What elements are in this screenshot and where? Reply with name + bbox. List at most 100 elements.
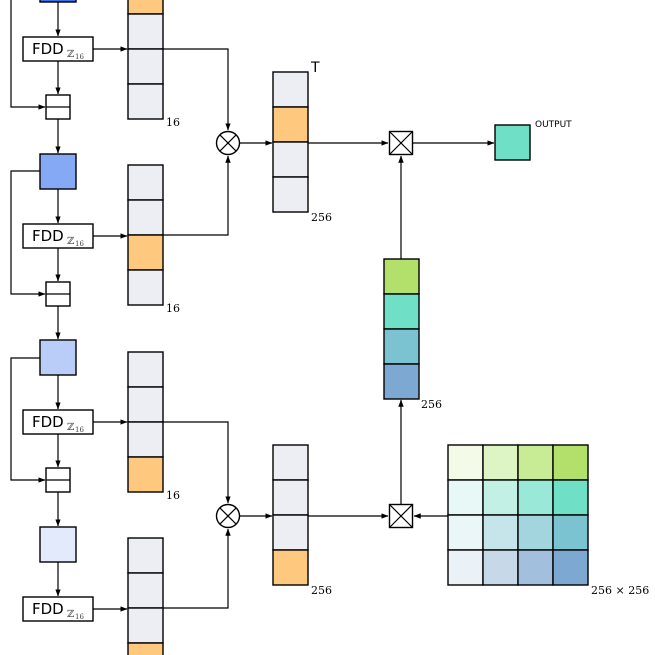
matrix-cell	[517, 444, 554, 481]
skip-connection	[10, 170, 46, 297]
transpose-label: T	[310, 60, 320, 76]
concat-box-2	[45, 281, 71, 307]
vector-cell-active	[127, 234, 164, 271]
fdd-box-1	[22, 36, 94, 62]
fdd-subscript: ℤ	[67, 49, 74, 60]
boxtimes-cross	[389, 131, 413, 155]
boxtimes-icon-top	[388, 130, 414, 156]
feature-square-1	[39, 0, 77, 3]
fdd-box-3	[22, 409, 94, 435]
feature-square-2	[39, 153, 77, 190]
boxtimes-icon-bottom	[388, 503, 414, 529]
otimes-cross	[219, 507, 237, 525]
vector-cell-active	[272, 106, 309, 143]
vector-cell	[127, 83, 164, 120]
matrix-cell	[552, 479, 589, 516]
vector-cell	[383, 258, 420, 295]
vector-cell	[127, 351, 164, 388]
vector-cell	[127, 13, 164, 50]
vector-cell	[127, 386, 164, 423]
fdd-subscript: ℤ	[67, 422, 74, 433]
fdd-vector-4	[127, 537, 164, 655]
vector-cell-active	[272, 549, 309, 586]
skip-connection	[10, 0, 46, 110]
middle-vector-size-label: 256	[421, 398, 442, 411]
fdd-vector-1	[127, 0, 164, 120]
vector-cell	[127, 607, 164, 644]
otimes-cross	[219, 134, 237, 152]
matrix-cell	[482, 514, 519, 551]
arrow-vector4-to-otimes	[163, 528, 231, 609]
shapes	[22, 0, 589, 655]
labels: FDDℤ1616FDDℤ1616FDDℤ1616FDDℤ1616T2562562…	[32, 40, 649, 621]
fdd-subscript: ℤ	[67, 609, 74, 620]
top-product-vector	[272, 71, 309, 213]
vector-size-label: 16	[166, 302, 180, 315]
skip-connection	[10, 357, 46, 483]
vector-cell	[127, 537, 164, 574]
fdd-vector-2	[127, 164, 164, 306]
arrow-vector2-to-otimes	[163, 155, 231, 236]
vector-cell	[383, 293, 420, 330]
vector-cell-active	[127, 642, 164, 655]
matrix-cell	[552, 549, 589, 586]
matrix-cell	[552, 514, 589, 551]
vector-cell	[272, 176, 309, 213]
vector-cell	[127, 421, 164, 458]
fdd-subscript: ℤ	[67, 236, 74, 247]
fdd-label: FDD	[32, 600, 64, 618]
matrix-cell	[517, 514, 554, 551]
top-product-size-label: 256	[311, 211, 332, 224]
vector-cell	[127, 199, 164, 236]
boxtimes-cross	[389, 504, 413, 528]
fdd-label: FDD	[32, 413, 64, 431]
arrow-vector3-to-otimes	[163, 421, 231, 504]
fdd-subscript-index: 16	[75, 426, 84, 434]
vector-cell	[272, 479, 309, 516]
otimes-icon-top	[215, 130, 241, 156]
concat-box-1	[45, 94, 71, 120]
vector-cell-active	[127, 0, 164, 15]
fdd-subscript-index: 16	[75, 240, 84, 248]
vector-size-label: 16	[166, 116, 180, 129]
vector-cell	[127, 572, 164, 609]
matrix-cell	[447, 549, 484, 586]
concat-box-3	[45, 467, 71, 493]
matrix-cell	[482, 549, 519, 586]
matrix-cell	[447, 514, 484, 551]
bottom-product-size-label: 256	[311, 584, 332, 597]
output-square	[494, 124, 531, 161]
feature-square-4	[39, 526, 77, 563]
otimes-icon-bottom	[215, 503, 241, 529]
vector-cell	[127, 164, 164, 201]
vector-cell	[272, 141, 309, 178]
fdd-label: FDD	[32, 40, 64, 58]
vector-cell	[127, 48, 164, 85]
matrix-cell	[517, 549, 554, 586]
vector-size-label: 16	[166, 489, 180, 502]
vector-cell	[272, 514, 309, 551]
vector-cell	[383, 363, 420, 400]
matrix-cell	[552, 444, 589, 481]
fdd-vector-3	[127, 351, 164, 493]
vector-cell	[127, 269, 164, 306]
vector-cell-active	[127, 456, 164, 493]
connectors	[10, 0, 495, 612]
vector-cell	[272, 71, 309, 108]
bottom-product-vector	[272, 444, 309, 586]
matrix-cell	[447, 444, 484, 481]
fdd-label: FDD	[32, 227, 64, 245]
vector-cell	[272, 444, 309, 481]
fdd-subscript-index: 16	[75, 613, 84, 621]
weight-matrix	[447, 444, 589, 586]
fdd-subscript-index: 16	[75, 53, 84, 61]
fdd-box-4	[22, 596, 94, 622]
matrix-size-label: 256 × 256	[591, 584, 649, 597]
matrix-cell	[447, 479, 484, 516]
arrow-vector1-to-otimes	[163, 48, 231, 131]
middle-vector	[383, 258, 420, 400]
output-label: OUTPUT	[535, 120, 572, 130]
matrix-cell	[517, 479, 554, 516]
feature-square-3	[39, 339, 77, 376]
